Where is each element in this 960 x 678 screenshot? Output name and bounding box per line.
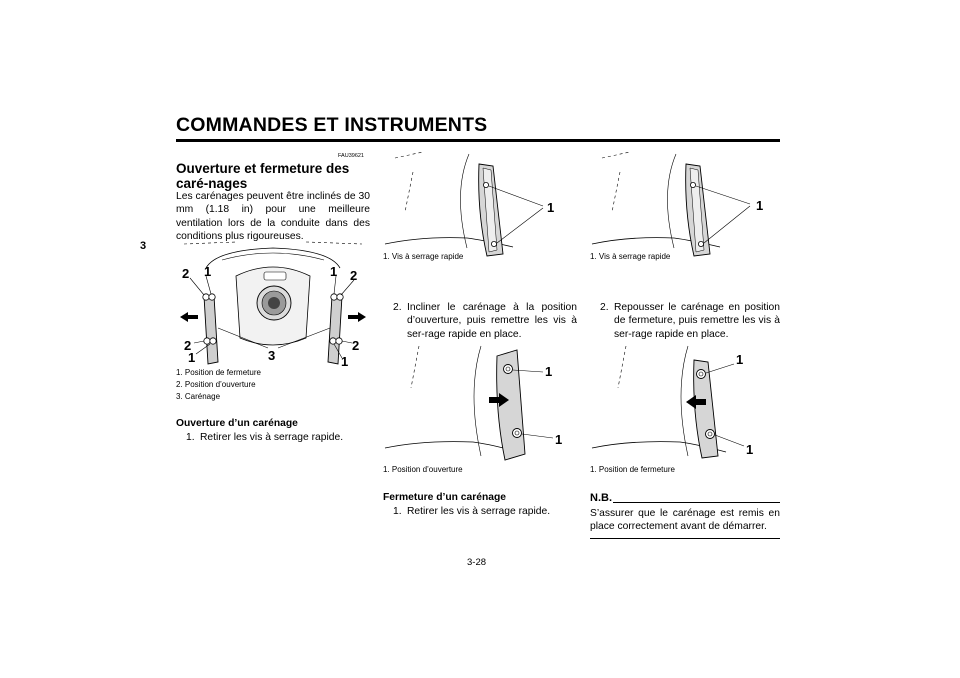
intro-paragraph: Les carénages peuvent être inclinés de 3… <box>176 191 370 243</box>
closing-step-2: 2. Repousser le carénage en position de … <box>600 301 780 341</box>
page-number: 3-28 <box>467 557 487 568</box>
note-rule-top <box>613 502 780 503</box>
chapter-number: 3 <box>140 240 147 252</box>
figure-caption: 1. Vis à serrage rapide <box>383 252 464 261</box>
figure-caption: 1. Position d’ouverture <box>383 465 463 474</box>
opening-screws-illustration: 1 <box>384 151 554 257</box>
callout-label: 2 <box>350 268 357 283</box>
callout-label: 1 <box>756 198 763 213</box>
callout-label: 1 <box>330 264 337 279</box>
step-number: 2. <box>393 302 402 313</box>
step-number: 1. <box>393 506 402 517</box>
callout-label: 1 <box>547 200 554 215</box>
note-text: S’assurer que le carénage est remis en p… <box>590 508 780 533</box>
open-position-illustration: 1 1 <box>384 345 562 461</box>
callout-label: 1 <box>555 432 562 447</box>
callout-label: 1 <box>545 364 552 379</box>
section-title: Ouverture et fermeture des caré-nages <box>176 161 350 191</box>
callout-label: 2 <box>352 338 359 353</box>
section-code: FAU39621 <box>338 153 364 159</box>
callout-label: 3 <box>268 348 275 363</box>
figure-caption: 3. Carénage <box>176 392 221 401</box>
callout-label: 1 <box>188 350 195 365</box>
figure-caption: 1. Position de fermeture <box>176 368 261 377</box>
step-text: Retirer les vis à serrage rapide. <box>200 432 344 443</box>
closing-step-1: 1. Retirer les vis à serrage rapide. <box>393 505 577 519</box>
step-text: Repousser le carénage en position de fer… <box>614 302 780 340</box>
figure-caption: 1. Position de fermeture <box>590 465 675 474</box>
closing-heading: Fermeture d’un carénage <box>383 492 507 503</box>
closing-screws-illustration: 1 <box>591 151 763 257</box>
fairing-overview-illustration: 2 1 1 2 2 1 3 2 1 <box>180 241 366 369</box>
note-rule-bottom <box>590 538 780 539</box>
callout-label: 1 <box>341 354 348 369</box>
step-number: 2. <box>600 302 609 313</box>
step-text: Retirer les vis à serrage rapide. <box>407 506 551 517</box>
callout-label: 2 <box>182 266 189 281</box>
note-label: N.B. <box>590 492 612 504</box>
closed-position-illustration: 1 1 <box>591 345 753 459</box>
opening-step-1: 1. Retirer les vis à serrage rapide. <box>186 431 370 445</box>
step-text: Incliner le carénage à la position d’ouv… <box>407 302 577 340</box>
callout-label: 1 <box>736 352 743 367</box>
figure-caption: 1. Vis à serrage rapide <box>590 252 671 261</box>
opening-heading: Ouverture d’un carénage <box>176 418 298 429</box>
callout-label: 1 <box>746 442 753 457</box>
figure-caption: 2. Position d’ouverture <box>176 380 256 389</box>
page-header-title: COMMANDES ET INSTRUMENTS <box>176 114 488 136</box>
header-rule <box>176 139 780 142</box>
step-number: 1. <box>186 432 195 443</box>
opening-step-2: 2. Incliner le carénage à la position d’… <box>393 301 577 341</box>
callout-label: 2 <box>184 338 191 353</box>
callout-label: 1 <box>204 264 211 279</box>
